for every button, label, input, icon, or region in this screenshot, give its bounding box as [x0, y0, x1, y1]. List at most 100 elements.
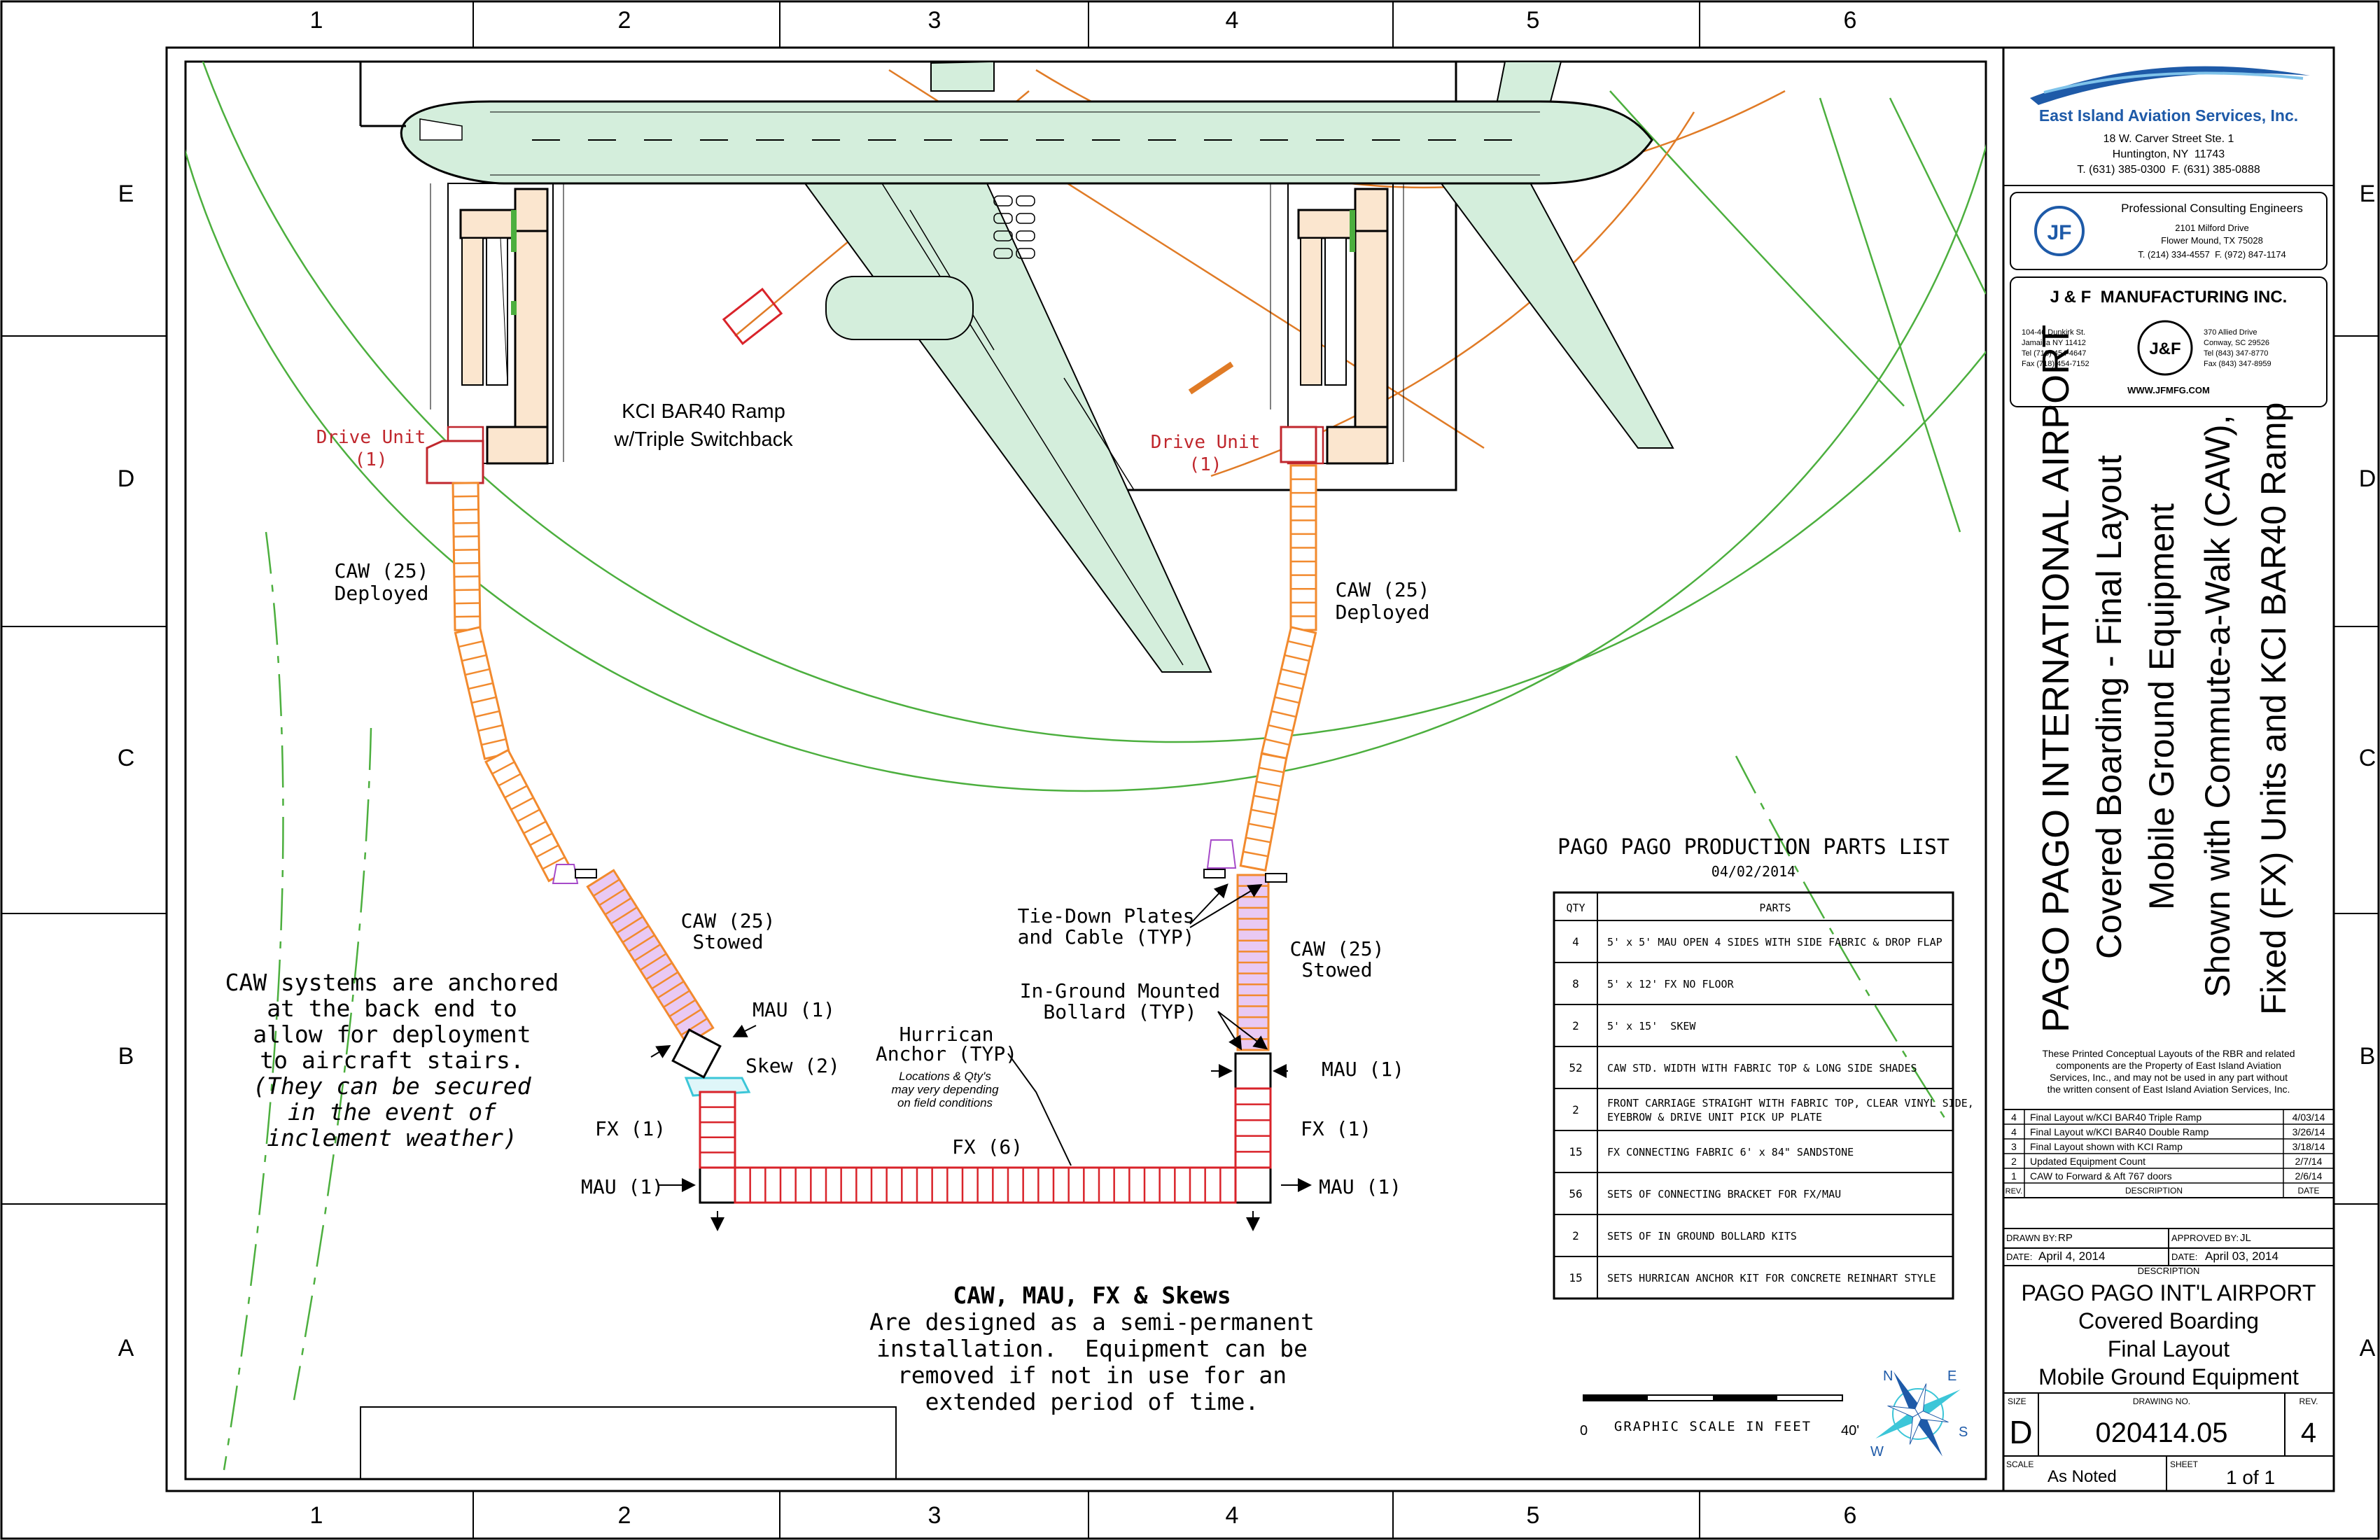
caw-left-deployed-rib — [454, 602, 480, 605]
col-label-top-3: 3 — [928, 7, 941, 34]
compass-e: E — [1947, 1368, 1956, 1384]
col-label-bottom-3: 3 — [928, 1502, 941, 1529]
caw-left-stowed-rib — [604, 897, 632, 916]
caw-left-deployed-rib — [510, 797, 534, 811]
caw-left-stowed-rib — [639, 953, 667, 971]
caw-left-stowed-rib — [651, 971, 679, 990]
col-label-top-2: 2 — [618, 7, 631, 34]
jf-name: Professional Consulting Engineers — [2121, 202, 2303, 215]
caw-right-deployed — [1239, 464, 1317, 872]
rev-value: 4 — [2301, 1418, 2316, 1448]
approved-by-label: APPROVED BY: — [2171, 1233, 2239, 1243]
aircraft-fuselage — [400, 100, 1653, 185]
caw-right-deployed-rib — [1284, 654, 1310, 662]
size-value: D — [2009, 1414, 2032, 1450]
description-line-2: Covered Boarding — [2078, 1308, 2259, 1334]
aircraft-wing-near — [804, 183, 1212, 673]
parts-row-qty: 15 — [1569, 1271, 1582, 1284]
caw-left-stowed-rib — [668, 999, 696, 1018]
col-label-bottom-1: 1 — [310, 1502, 323, 1529]
compass-s: S — [1959, 1424, 1968, 1440]
caw-left-stowed-segment — [586, 869, 715, 1046]
parts-row-description: 5' x 12' FX NO FLOOR — [1607, 978, 1735, 990]
rev-row-description: Final Layout shown with KCI Ramp — [2030, 1141, 2183, 1152]
row-label-left-D: D — [118, 465, 135, 492]
project-line-1: PAGO PAGO INTERNATIONAL AIRPORT — [2035, 325, 2077, 1032]
rev-row-date: 3/26/14 — [2292, 1126, 2325, 1138]
mfg-name: J & F MANUFACTURING INC. — [2050, 288, 2288, 307]
anchor-note-1: CAW systems are anchored — [225, 969, 559, 996]
drawing-no-label: DRAWING NO. — [2133, 1396, 2190, 1406]
caw-right-deployed-rib — [1256, 780, 1282, 788]
caw-right-deployed-rib — [1278, 682, 1303, 690]
date-approved-label: DATE: — [2171, 1252, 2197, 1262]
mfg-left2: Jamaica NY 11412 — [2022, 339, 2086, 347]
caw-right-deployed-rib — [1242, 850, 1268, 858]
parts-row-description: CAW STD. WIDTH WITH FABRIC TOP & LONG SI… — [1607, 1062, 1917, 1074]
col-label-top-1: 1 — [310, 7, 323, 34]
row-label-left-A: A — [118, 1335, 134, 1362]
company-phone: T. (631) 385-0300 F. (631) 385-0888 — [2077, 164, 2260, 176]
caw-right-deployed-rib — [1251, 808, 1276, 816]
caw-left-deployed-rib — [453, 522, 479, 524]
disclaimer-2: components are the Property of East Isla… — [2056, 1060, 2281, 1071]
project-title-vertical: PAGO PAGO INTERNATIONAL AIRPORT Covered … — [2035, 325, 2293, 1032]
caw-left-deployed-rib — [498, 773, 522, 787]
caw-left-deployed-rib — [454, 535, 479, 538]
caw-left-stowed-rib — [657, 981, 685, 999]
mau-left-top — [671, 1028, 722, 1079]
col-label-bottom-6: 6 — [1844, 1502, 1857, 1529]
fx-horizontal-run — [734, 1166, 1237, 1204]
aircraft-wing-far — [930, 62, 995, 92]
caw-left-deployed-rib — [468, 682, 493, 690]
rev-row-description: Updated Equipment Count — [2030, 1156, 2146, 1167]
fx-left-vertical — [699, 1091, 736, 1169]
mau-units — [671, 1028, 1272, 1204]
bottom-note-4: extended period of time. — [925, 1388, 1259, 1415]
parts-row-qty: 2 — [1572, 1103, 1579, 1116]
scale-start: 0 — [1580, 1423, 1588, 1438]
caw-left-deployed-rib — [491, 761, 515, 775]
caw-stowed-right-label: CAW (25) — [1290, 937, 1385, 960]
dimension-arrows — [650, 883, 1312, 1231]
drawing-no-value: 020414.05 — [2095, 1418, 2227, 1448]
tie-down-plates — [552, 839, 1287, 884]
mfg-left1: 104-46 Dunkirk St. — [2022, 328, 2085, 337]
parts-header-parts: PARTS — [1759, 902, 1791, 914]
caw-left-stowed-rib — [628, 934, 655, 953]
hurricane-label-1: Hurrican — [899, 1023, 994, 1046]
parts-list: PAGO PAGO PRODUCTION PARTS LIST 04/02/20… — [1553, 835, 1974, 1300]
parts-row-qty: 15 — [1569, 1145, 1582, 1158]
company-name: East Island Aviation Services, Inc. — [2039, 106, 2298, 125]
rev-row-date: 2/7/14 — [2295, 1156, 2323, 1167]
drawing-frame — [184, 60, 1987, 1480]
caw-left-deployed-rib — [481, 738, 507, 746]
bollard-label-1: In-Ground Mounted — [1020, 979, 1221, 1002]
parts-table-frame — [1553, 891, 1954, 1300]
fx-left-label: FX (1) — [595, 1117, 666, 1140]
empty-notes-box — [360, 1406, 897, 1479]
rev-header-rev: REV. — [2005, 1187, 2023, 1196]
rev-row-description: Final Layout w/KCI BAR40 Triple Ramp — [2030, 1112, 2202, 1123]
caw-left-stowed-rib — [680, 1017, 708, 1036]
description-line-1: PAGO PAGO INT'L AIRPORT — [2021, 1280, 2316, 1306]
parts-row-description: SETS OF IN GROUND BOLLARD KITS — [1607, 1230, 1797, 1242]
hurricane-note-3: on field conditions — [897, 1096, 993, 1110]
parts-row-description: EYEBROW & DRIVE UNIT PICK UP PLATE — [1607, 1111, 1822, 1124]
caw-left-deployed-segment — [454, 626, 511, 760]
parts-row-description: 5' x 5' MAU OPEN 4 SIDES WITH SIDE FABRI… — [1607, 936, 1942, 948]
caw-deployed-left-label: CAW (25) — [335, 559, 429, 582]
aircraft-engine — [825, 276, 974, 340]
caw-right-deployed-rib — [1248, 822, 1274, 830]
tiedown-label-2: and Cable (TYP) — [1018, 925, 1195, 948]
approvals — [2003, 1228, 2334, 1491]
row-label-right-D: D — [2359, 465, 2376, 492]
parts-row-qty: 8 — [1572, 977, 1579, 990]
caw-deployed-right-label: CAW (25) — [1336, 578, 1430, 601]
col-label-bottom-4: 4 — [1226, 1502, 1239, 1529]
caw-left-deployed-rib — [454, 562, 479, 565]
bollard-label-2: Bollard (TYP) — [1043, 1000, 1196, 1023]
caw-right-deployed-rib — [1253, 794, 1279, 802]
caw-right-stowed — [1236, 874, 1270, 1051]
